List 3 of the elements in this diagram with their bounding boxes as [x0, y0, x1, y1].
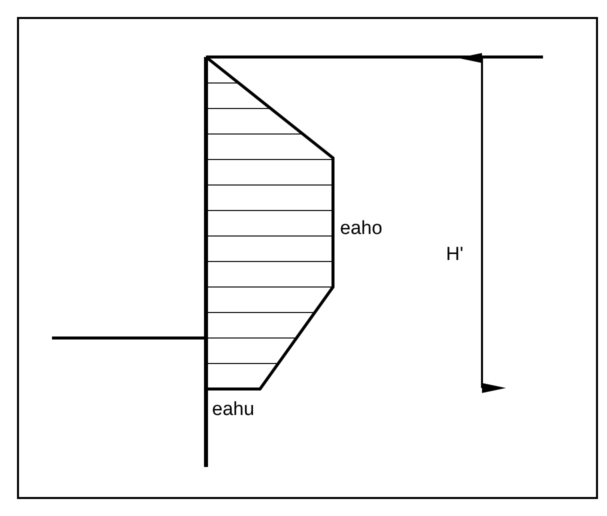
pressure-label: eaho — [340, 218, 382, 240]
dimension-label: H' — [446, 244, 464, 266]
pressure-label: eahu — [212, 399, 254, 421]
